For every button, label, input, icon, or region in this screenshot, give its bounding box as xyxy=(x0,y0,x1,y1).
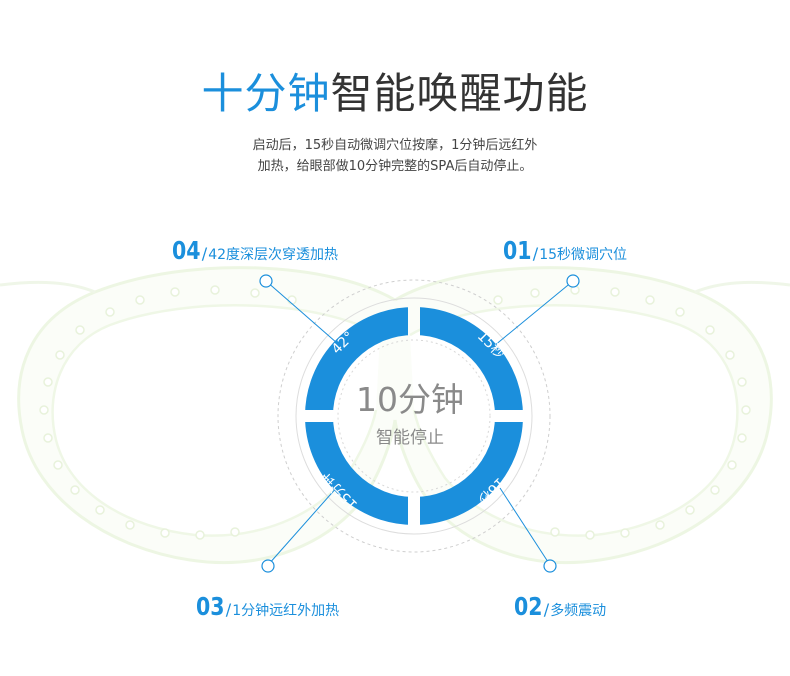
step-02: 02 / 多频震动 xyxy=(514,592,606,621)
step-04-slash: / xyxy=(201,244,208,263)
connector-step01 xyxy=(493,280,574,347)
step-03-number: 03 xyxy=(196,592,225,621)
center-main-text: 10分钟 xyxy=(356,380,464,419)
step-03: 03 / 1分钟远红外加热 xyxy=(196,592,339,621)
node-step04 xyxy=(259,274,273,288)
node-step03 xyxy=(261,559,275,573)
connector-step02 xyxy=(499,487,551,566)
step-02-number: 02 xyxy=(514,592,543,621)
step-01: 01 / 15秒微调穴位 xyxy=(503,236,627,265)
step-02-text: 多频震动 xyxy=(550,603,607,619)
inner-dashed-ring xyxy=(337,339,491,493)
description-line-2: 加热，给眼部做10分钟完整的SPA后自动停止。 xyxy=(257,159,533,174)
node-step02 xyxy=(543,559,557,573)
title-rest: 智能唤醒功能 xyxy=(330,69,589,118)
step-02-slash: / xyxy=(543,600,550,619)
center-sub-text: 智能停止 xyxy=(376,428,444,448)
blue-ring xyxy=(305,307,523,525)
connector-lines xyxy=(265,280,574,566)
description: 启动后，15秒自动微调穴位按摩，1分钟后远红外 加热，给眼部做10分钟完整的SP… xyxy=(0,135,790,177)
step-04: 04 / 42度深层次穿透加热 xyxy=(172,236,338,265)
connector-step04 xyxy=(265,280,346,351)
connector-step03 xyxy=(267,485,339,566)
title-accent: 十分钟 xyxy=(201,69,331,118)
step-03-text: 1分钟远红外加热 xyxy=(232,603,340,619)
description-line-1: 启动后，15秒自动微调穴位按摩，1分钟后远红外 xyxy=(252,138,538,153)
page-title: 十分钟智能唤醒功能 xyxy=(0,66,790,122)
outer-thin-ring xyxy=(295,297,533,535)
step-03-slash: / xyxy=(225,600,232,619)
step-01-text: 15秒微调穴位 xyxy=(539,247,628,263)
step-04-text: 42度深层次穿透加热 xyxy=(208,247,339,263)
node-step01 xyxy=(566,274,580,288)
step-04-number: 04 xyxy=(172,236,201,265)
step-01-slash: / xyxy=(532,244,539,263)
outer-dashed-ring xyxy=(277,279,551,553)
step-01-number: 01 xyxy=(503,236,532,265)
